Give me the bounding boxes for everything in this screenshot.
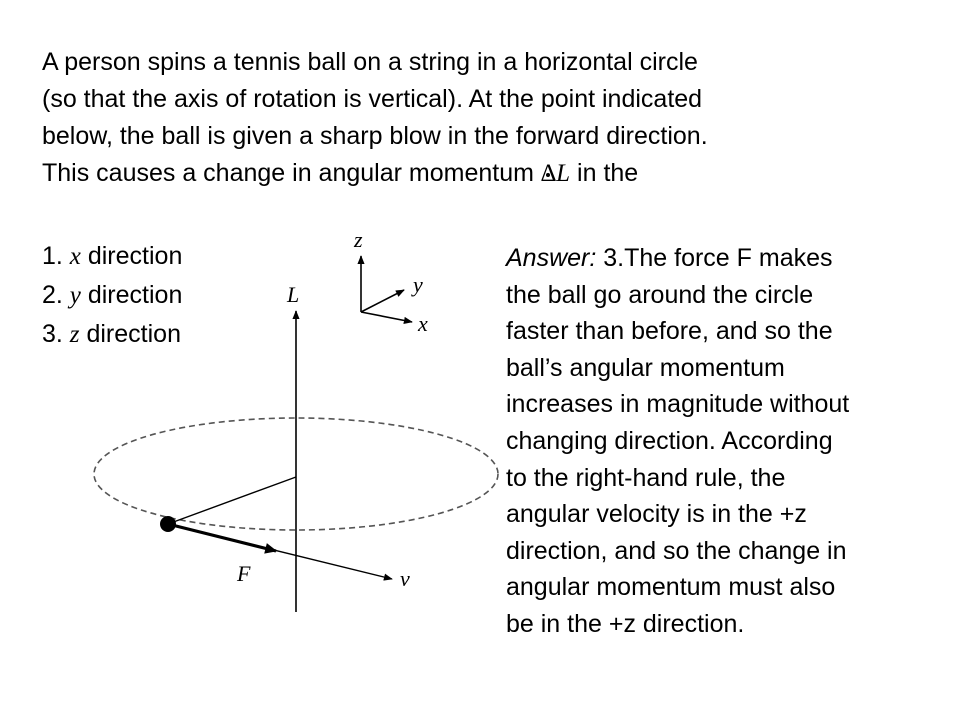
- question-line-4-pre: This causes a change in angular momentum: [42, 159, 541, 187]
- tennis-ball: [160, 516, 176, 532]
- question-line-4-post: in the: [570, 159, 639, 187]
- L-label: L: [286, 282, 299, 307]
- question-line-4: This causes a change in angular momentum…: [42, 155, 922, 192]
- delta-L-symbol: ∆L: [540, 160, 571, 187]
- choice-2: 2. y direction: [42, 281, 183, 309]
- y-axis-arrow: [360, 289, 405, 313]
- answer-line-2: the ball go around the circle: [506, 280, 814, 309]
- answer-line-1: Answer: 3.The force F makes: [506, 244, 833, 272]
- x-axis-arrow: [360, 311, 413, 324]
- coordinate-axes: z y x: [353, 227, 428, 336]
- question-line-1: A person spins a tennis ball on a string…: [42, 48, 698, 76]
- answer-line-11: be in the +z direction.: [506, 609, 745, 638]
- x-axis-label: x: [417, 311, 428, 336]
- question-text: A person spins a tennis ball on a string…: [42, 44, 922, 192]
- answer-choices: 1. x direction 2. y direction 3. z direc…: [42, 237, 182, 354]
- answer-line-6: changing direction. According: [506, 426, 833, 455]
- F-label: F: [236, 561, 251, 586]
- question-line-3: below, the ball is given a sharp blow in…: [42, 122, 708, 150]
- answer-line-7: to the right-hand rule, the: [506, 463, 786, 492]
- answer-line-9: direction, and so the change in: [506, 536, 847, 565]
- question-line-2: (so that the axis of rotation is vertica…: [42, 85, 703, 113]
- choice-1: 1. x direction: [42, 242, 183, 270]
- z-axis-label: z: [353, 227, 363, 252]
- answer-line-5: increases in magnitude without: [506, 390, 850, 419]
- answer-line-10: angular momentum must also: [506, 573, 836, 602]
- y-axis-label: y: [411, 272, 423, 297]
- answer-line-8: angular velocity is in the +z: [506, 500, 807, 529]
- string-line: [167, 476, 297, 525]
- answer-line-3: faster than before, and so the: [506, 317, 833, 346]
- v-label: v: [400, 566, 410, 591]
- choice-3: 3. z direction: [42, 320, 181, 348]
- orbit-circle: [93, 417, 499, 531]
- force-arrow: [167, 522, 278, 554]
- answer-explanation: Answer: 3.The force F makes the ball go …: [506, 240, 951, 643]
- answer-prefix: Answer:: [506, 244, 597, 272]
- answer-line-4: ball’s angular momentum: [506, 353, 785, 382]
